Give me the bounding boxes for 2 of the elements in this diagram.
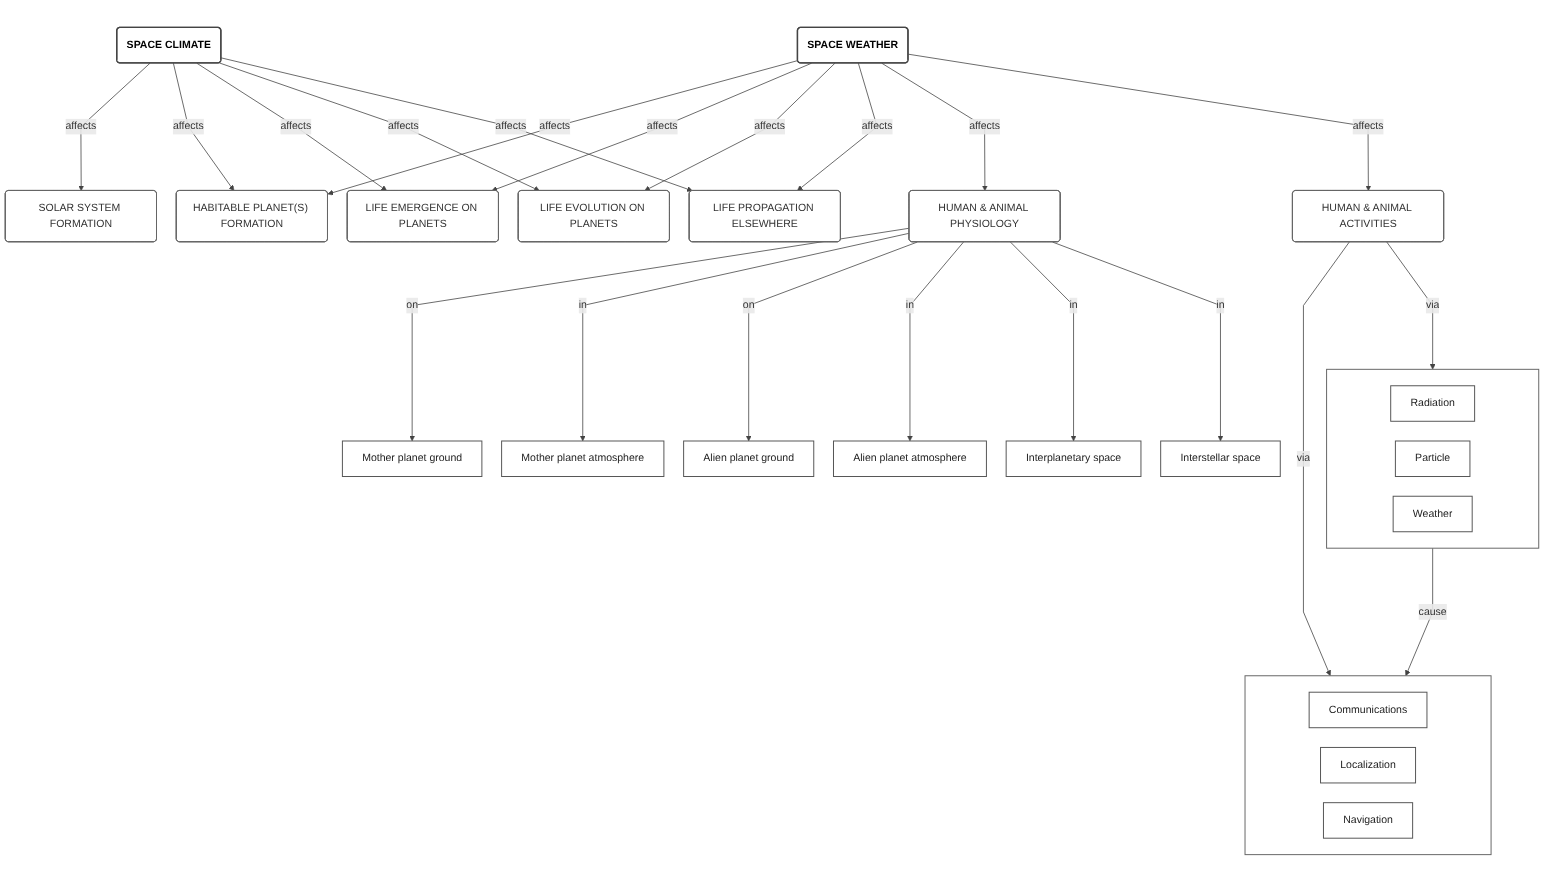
cluster bbox=[1244, 675, 1492, 856]
cluster bbox=[1326, 368, 1540, 549]
